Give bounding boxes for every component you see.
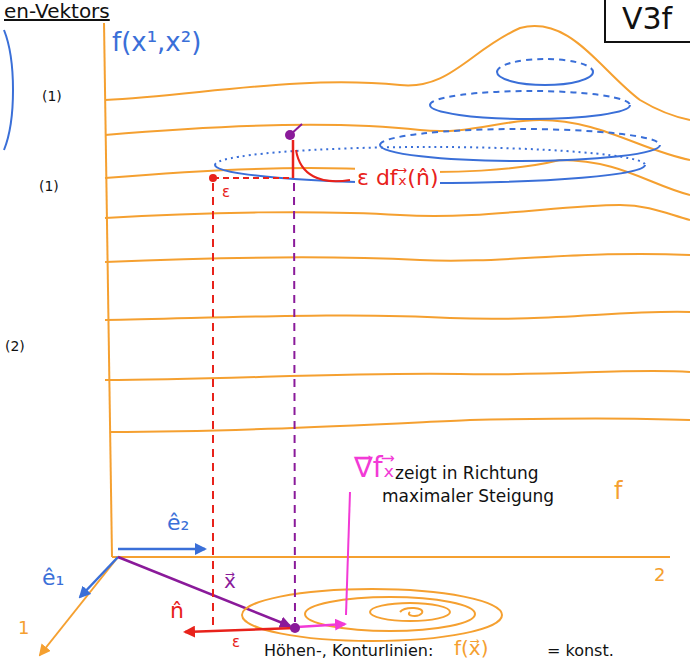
point-dot xyxy=(290,623,300,633)
gradient-vector xyxy=(297,624,345,627)
increment-line xyxy=(292,140,295,178)
unit-vector-e2 xyxy=(118,548,205,551)
equation-number: (1) xyxy=(37,178,61,194)
caption-text: Höhen-, Konturlinien: xyxy=(262,642,435,660)
axis-1 xyxy=(40,557,118,655)
point-dot xyxy=(285,130,295,140)
direction-vector xyxy=(185,628,295,632)
gradient-note: zeigt in Richtung maximaler Steigung xyxy=(380,462,574,508)
equation-number: (2) xyxy=(3,338,27,354)
basis-label: ê₁ xyxy=(40,565,66,590)
function-label: f(x¹,x²) xyxy=(110,28,203,58)
vector-label: x⃗ xyxy=(222,570,238,593)
bracket xyxy=(4,30,13,150)
equation-number: (1) xyxy=(40,88,64,104)
position-vector xyxy=(118,557,290,626)
f-axis xyxy=(104,22,112,557)
point-dot xyxy=(209,174,217,182)
corner-note: V3f xyxy=(620,2,674,37)
projection-line xyxy=(212,183,214,628)
leader-line xyxy=(296,150,350,181)
function-label: f(x⃗) xyxy=(452,637,490,660)
axis-2 xyxy=(112,556,670,558)
projection-line xyxy=(294,183,295,622)
unit-vector-e1 xyxy=(80,557,118,597)
projection-line xyxy=(213,177,293,179)
function-label: f xyxy=(612,478,624,506)
contour-lines xyxy=(242,589,502,641)
epsilon-label: ε xyxy=(230,634,242,651)
caption-text: = konst. xyxy=(545,642,616,660)
gradient-label: ∇⃗fₓ⃗ xyxy=(352,452,397,484)
leader-line xyxy=(346,492,350,615)
axis-label: 2 xyxy=(652,565,667,586)
title: en-Vektors xyxy=(2,0,112,23)
basis-label: ê₂ xyxy=(165,510,191,535)
differential-label: ε dfₓ⃗(n̂) xyxy=(355,165,440,190)
vector-label: n̂ xyxy=(168,598,186,623)
surface-lines xyxy=(105,26,690,432)
box-outline xyxy=(605,0,690,42)
epsilon-label: ε xyxy=(220,184,232,201)
axis-label: 1 xyxy=(16,618,31,639)
